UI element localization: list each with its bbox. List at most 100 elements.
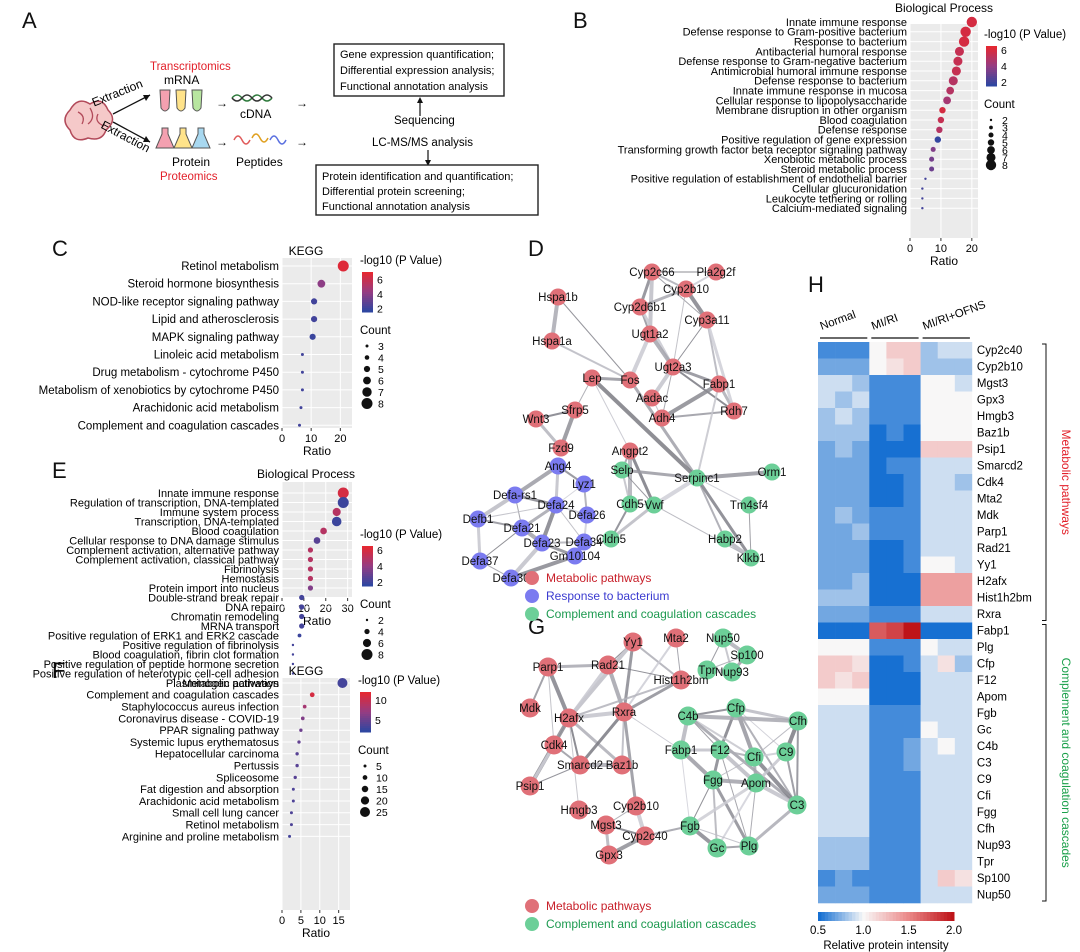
heatmap-cell: [937, 358, 956, 376]
heatmap-cell: [920, 375, 938, 392]
transcriptomics-label: Transcriptomics: [150, 61, 231, 73]
proteomics-label: Proteomics: [160, 171, 218, 183]
color-legend-tick: 4: [377, 289, 383, 301]
svg-text:→: →: [296, 135, 308, 149]
heatmap-cell: [920, 804, 938, 821]
size-legend-label: 7: [378, 387, 384, 399]
term-label: Immune system process: [160, 507, 280, 519]
heatmap-cell: [818, 622, 836, 640]
network-edge: [689, 825, 750, 847]
network-node-label: Cyp2b10: [663, 284, 709, 296]
heatmap-cell: [852, 804, 870, 821]
network-node: [722, 662, 742, 682]
heatmap-cell: [852, 375, 870, 392]
color-legend-swatch: [360, 724, 371, 727]
colorbar-tick: 1.0: [855, 925, 871, 937]
heatmap-cell: [886, 358, 904, 376]
color-legend-swatch: [362, 582, 373, 585]
size-legend-label: 3: [378, 341, 384, 353]
network-node: [569, 800, 589, 820]
network-edge: [672, 319, 708, 368]
extraction-arrow-down: [112, 121, 151, 143]
network-node-label: Habp2: [708, 534, 742, 546]
heatmap-cell: [903, 556, 921, 574]
heatmap-cell: [920, 853, 938, 871]
term-label: Blood coagulation: [192, 526, 279, 538]
heatmap-cell: [886, 655, 904, 673]
colorbar-swatch: [875, 912, 880, 921]
heatmap-cell: [937, 474, 956, 491]
network-node: [653, 409, 671, 427]
size-legend-dot: [989, 125, 993, 130]
colorbar-title: Relative protein intensity: [823, 940, 949, 952]
heatmap-cell: [886, 837, 904, 854]
network-edge: [748, 803, 798, 848]
color-legend-title: -log10 (P Value): [360, 529, 442, 541]
data-point: [943, 96, 951, 105]
heatmap-group-label: Normal: [819, 309, 858, 333]
heatmap-cell: [937, 490, 956, 508]
heatmap-cell: [852, 606, 870, 623]
heatmap-cell: [920, 507, 938, 524]
heatmap-cell: [852, 589, 870, 607]
color-legend-swatch: [360, 714, 371, 717]
heatmap-row-label: Cfi: [977, 790, 991, 802]
network-node-label: Cyp2c40: [622, 831, 667, 843]
network-edge: [680, 749, 691, 827]
network-node-label: Rxra: [612, 707, 637, 719]
protein-label: Protein: [172, 155, 210, 169]
network-edge: [661, 366, 674, 419]
heatmap-cell: [869, 837, 887, 854]
heatmap-cell: [869, 556, 887, 574]
size-legend-label: 6: [1002, 145, 1008, 157]
color-legend-swatch: [986, 50, 997, 53]
network-node: [623, 632, 643, 652]
network-node: [626, 796, 646, 816]
color-legend-swatch: [986, 68, 997, 71]
size-legend-dot: [364, 355, 370, 360]
heatmap-cell: [852, 655, 870, 673]
heatmap-cell: [818, 358, 836, 376]
network-edge: [696, 477, 726, 540]
colorbar-swatch: [889, 912, 894, 921]
heatmap-cell: [869, 408, 887, 425]
color-legend-swatch: [362, 280, 373, 283]
heatmap-cell: [852, 672, 870, 689]
heatmap-cell: [954, 391, 973, 409]
data-point: [297, 740, 301, 744]
heatmap-cell: [852, 688, 870, 706]
color-legend-swatch: [362, 282, 373, 285]
color-legend-swatch: [360, 712, 371, 715]
network-node-label: C9: [779, 747, 794, 759]
heatmap-cell: [903, 622, 921, 640]
heatmap-cell: [903, 738, 921, 755]
color-legend-swatch: [360, 722, 371, 725]
network-node-label: Klkb1: [737, 553, 766, 565]
panel-letter-d: D: [528, 236, 544, 261]
heatmap-cell: [852, 441, 870, 458]
color-legend-swatch: [986, 46, 997, 49]
legend-d-label-1: Response to bacterium: [546, 589, 669, 603]
data-point: [331, 516, 342, 527]
panel-letters: A B C D E F G H: [22, 8, 824, 683]
heatmap-cell: [818, 738, 836, 755]
network-node-label: Cfi: [747, 752, 761, 764]
network-node-label: Defa-rs1: [493, 490, 537, 502]
network-node: [713, 628, 733, 648]
heatmap-cell: [886, 507, 904, 524]
network-edge: [696, 470, 773, 480]
data-point: [293, 775, 297, 780]
heatmap-cell: [852, 573, 870, 590]
network-node: [502, 569, 520, 587]
svg-text:→: →: [216, 135, 228, 149]
heatmap-cell: [903, 639, 921, 656]
network-node-label: Hist1h2bm: [654, 675, 709, 687]
heatmap-cell: [886, 870, 904, 887]
heatmap-cell: [869, 457, 887, 475]
heatmap-cell: [869, 342, 887, 359]
panel-letter-h: H: [808, 272, 824, 297]
color-legend-swatch: [360, 694, 371, 697]
network-edge: [578, 711, 626, 766]
network-node: [549, 288, 567, 306]
